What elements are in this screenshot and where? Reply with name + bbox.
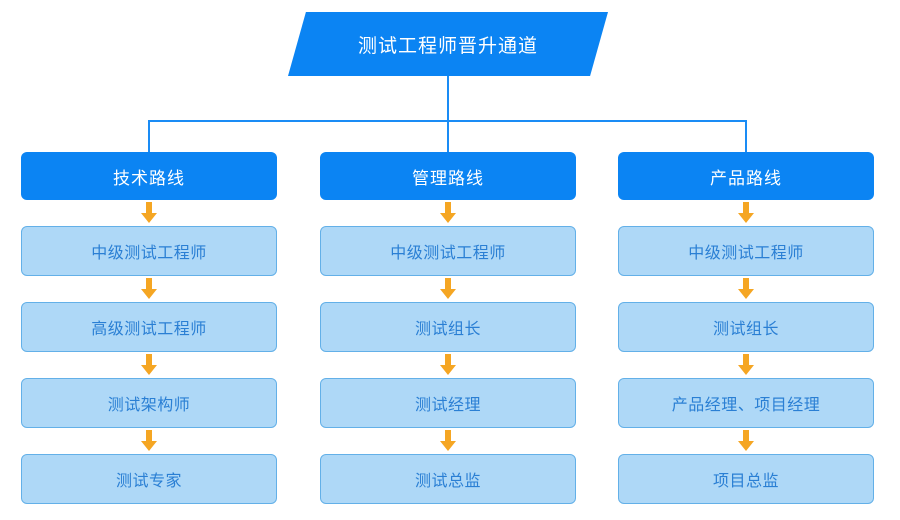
path-step-box[interactable]: 中级测试工程师 — [320, 226, 576, 276]
arrow-down-icon — [21, 276, 277, 302]
arrow-down-icon — [21, 352, 277, 378]
path-step-box[interactable]: 测试经理 — [320, 378, 576, 428]
path-step-box[interactable]: 产品经理、项目经理 — [618, 378, 874, 428]
path-step-box[interactable]: 测试专家 — [21, 454, 277, 504]
connector-branch-middle — [447, 120, 449, 153]
path-column-technical: 技术路线 中级测试工程师 高级测试工程师 测试架构师 — [21, 152, 277, 504]
arrow-down-icon — [21, 200, 277, 226]
column-header[interactable]: 管理路线 — [320, 152, 576, 200]
arrow-down-icon — [320, 276, 576, 302]
diagram-title-banner: 测试工程师晋升通道 — [288, 12, 608, 76]
arrow-down-icon — [21, 428, 277, 454]
arrow-down-icon — [320, 428, 576, 454]
column-header[interactable]: 技术路线 — [21, 152, 277, 200]
path-step-box[interactable]: 测试架构师 — [21, 378, 277, 428]
arrow-down-icon — [618, 428, 874, 454]
arrow-down-icon — [618, 352, 874, 378]
arrow-down-icon — [320, 200, 576, 226]
connector-branch-left — [148, 120, 150, 153]
column-header[interactable]: 产品路线 — [618, 152, 874, 200]
arrow-down-icon — [618, 276, 874, 302]
connector-trunk-vertical — [447, 76, 449, 122]
path-column-product: 产品路线 中级测试工程师 测试组长 产品经理、项目经理 — [618, 152, 874, 504]
path-step-box[interactable]: 中级测试工程师 — [21, 226, 277, 276]
page-title: 测试工程师晋升通道 — [357, 35, 538, 57]
path-step-box[interactable]: 测试组长 — [320, 302, 576, 352]
path-step-box[interactable]: 测试组长 — [618, 302, 874, 352]
connector-branch-right — [745, 120, 747, 153]
arrow-down-icon — [618, 200, 874, 226]
title-parallelogram-shape — [288, 12, 608, 76]
path-column-management: 管理路线 中级测试工程师 测试组长 测试经理 — [320, 152, 576, 504]
arrow-down-icon — [320, 352, 576, 378]
path-step-box[interactable]: 测试总监 — [320, 454, 576, 504]
path-step-box[interactable]: 中级测试工程师 — [618, 226, 874, 276]
path-step-box[interactable]: 项目总监 — [618, 454, 874, 504]
path-step-box[interactable]: 高级测试工程师 — [21, 302, 277, 352]
